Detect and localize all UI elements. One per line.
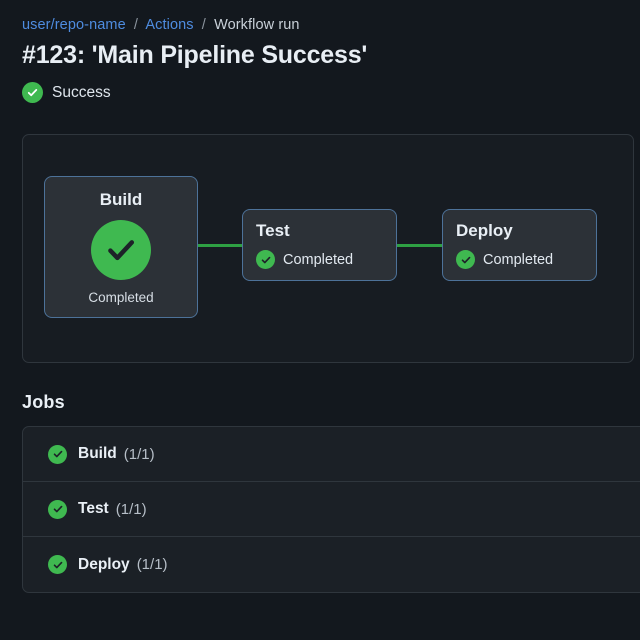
- breadcrumb-repo-link[interactable]: user/repo-name: [22, 17, 126, 33]
- job-count: (1/1): [123, 445, 155, 463]
- run-status-badge: Success: [22, 82, 640, 103]
- page-title: #123: 'Main Pipeline Success': [22, 41, 368, 69]
- pipeline-diagram-panel: Build Completed Test Completed Deploy: [22, 134, 634, 363]
- pipeline-node-title: Test: [256, 221, 290, 240]
- pipeline-node-title: Build: [99, 189, 143, 209]
- job-row[interactable]: Deploy (1/1): [23, 537, 640, 592]
- check-circle-icon: [48, 555, 67, 574]
- breadcrumb-separator: /: [133, 17, 139, 33]
- pipeline-node-title: Deploy: [456, 221, 513, 240]
- breadcrumb: user/repo-name / Actions / Workflow run: [22, 16, 640, 34]
- run-status-label: Success: [52, 83, 111, 101]
- job-count: (1/1): [115, 500, 147, 518]
- check-circle-icon: [48, 499, 67, 519]
- job-row[interactable]: Build (1/1): [23, 427, 640, 482]
- pipeline-node-status: Completed: [483, 251, 554, 268]
- pipeline-edge-build-test: [197, 244, 262, 247]
- check-circle-icon: [456, 250, 475, 269]
- jobs-list: Build (1/1) Test (1/1) Deploy (1/1): [22, 426, 640, 593]
- breadcrumb-current: Workflow run: [214, 17, 300, 33]
- job-name: Test: [78, 500, 109, 517]
- pipeline-node-status-row: Completed: [456, 250, 583, 269]
- breadcrumb-separator: /: [201, 17, 206, 33]
- job-count: (1/1): [136, 556, 168, 573]
- pipeline-graph: Build Completed Test Completed Deploy: [23, 135, 633, 362]
- page-header: user/repo-name / Actions / Workflow run …: [0, 0, 640, 103]
- check-circle-icon: [91, 219, 151, 280]
- jobs-heading: Jobs: [22, 392, 65, 412]
- job-name: Build: [78, 445, 117, 462]
- job-name: Deploy: [78, 555, 130, 573]
- job-row[interactable]: Test (1/1): [23, 482, 640, 537]
- pipeline-node-build[interactable]: Build Completed: [44, 176, 198, 318]
- pipeline-node-deploy[interactable]: Deploy Completed: [442, 209, 597, 281]
- check-circle-icon: [256, 250, 275, 269]
- check-circle-icon: [22, 82, 43, 103]
- breadcrumb-actions-link[interactable]: Actions: [145, 17, 194, 33]
- pipeline-node-status: Completed: [283, 251, 354, 268]
- pipeline-node-status-row: Completed: [256, 250, 383, 269]
- pipeline-node-test[interactable]: Test Completed: [242, 209, 397, 281]
- pipeline-edge-test-deploy: [396, 244, 462, 247]
- check-circle-icon: [48, 444, 67, 464]
- pipeline-node-status: Completed: [88, 289, 154, 305]
